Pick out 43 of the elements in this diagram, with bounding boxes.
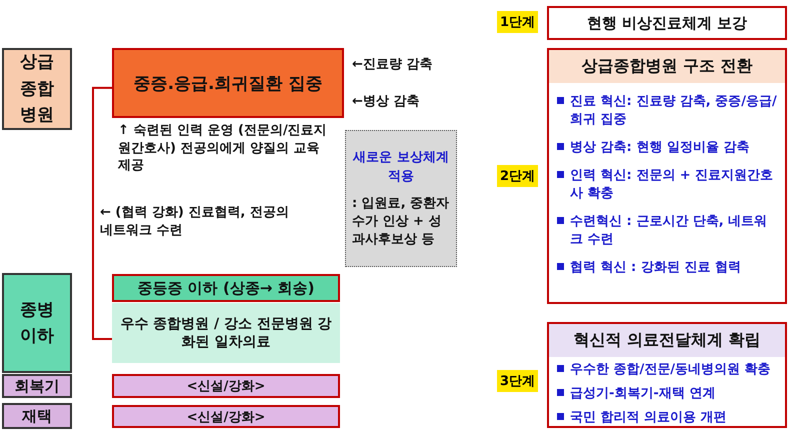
node-text: 재택 xyxy=(20,406,53,426)
note-box xyxy=(345,130,457,267)
node-text: 종병 이하 xyxy=(19,298,55,348)
connector-line xyxy=(92,86,112,340)
bullet-text: 병상 감축: 현행 일정비율 감축 xyxy=(570,139,750,156)
step-label: 3단계 xyxy=(497,370,538,392)
note-heading: 새로운 보상체계 적용 xyxy=(352,148,450,186)
node-text: <신설/강화> xyxy=(186,408,266,426)
stage-box xyxy=(547,6,787,40)
annotation-text: ←진료량 감축 xyxy=(352,56,434,74)
stage-title: 혁신적 의료전달체계 확립 xyxy=(549,324,785,357)
hospital-box xyxy=(112,303,340,363)
step-label: 2단계 xyxy=(497,165,538,187)
tier-box xyxy=(2,273,72,373)
category-box xyxy=(112,274,340,302)
bullet-text: 진료 혁신: 진료량 감축, 중증/응급/희귀 집중 xyxy=(570,93,777,128)
note-text: : 입원료, 중환자 수가 인상 + 성과사후보상 등 xyxy=(351,194,450,250)
status-box xyxy=(112,374,340,398)
bullet-text: 협력 혁신 : 강화된 진료 협력 xyxy=(570,259,741,276)
node-text: 우수 종합병원 / 강소 전문병원 강화된 일차의료 xyxy=(119,315,333,351)
bullet-text: 수련혁신 : 근로시간 단축, 네트워크 수련 xyxy=(570,213,768,248)
focus-box xyxy=(112,48,344,118)
bullet-text: 우수한 종합/전문/동네병의원 확충 xyxy=(570,361,771,378)
stage-box xyxy=(547,48,787,304)
node-text: 상급 종합 병원 xyxy=(19,51,55,128)
annotation-text: ← (협력 강화) 진료협력, 전공의 네트워크 수련 xyxy=(100,204,290,240)
status-box xyxy=(112,405,340,428)
tier-box xyxy=(2,403,72,429)
node-text: 중증.응급.희귀질환 집중 xyxy=(132,72,324,94)
tier-box xyxy=(2,48,72,130)
bullet-text: 인력 혁신: 전문의 + 진료지원간호사 확충 xyxy=(570,167,774,202)
bullet-text: 급성기-회복기-재택 연계 xyxy=(570,385,716,402)
annotation-text: ←병상 감축 xyxy=(352,93,420,111)
node-text: 현행 비상진료체계 보강 xyxy=(586,14,748,32)
stage-box xyxy=(547,322,787,428)
bullet-text: 국민 합리적 의료이용 개편 xyxy=(570,409,727,426)
node-text: 회복기 xyxy=(14,376,60,396)
node-text: 중등증 이하 (상종→ 회송) xyxy=(136,278,316,298)
tier-box xyxy=(2,374,72,398)
step-label: 1단계 xyxy=(497,11,538,33)
node-text: <신설/강화> xyxy=(186,378,266,395)
annotation-text: ↑ 숙련된 인력 운영 (전문의/진료지원간호사) 전공의에게 양질의 교육 제공 xyxy=(118,122,328,175)
stage-title: 상급종합병원 구조 전환 xyxy=(549,50,785,83)
